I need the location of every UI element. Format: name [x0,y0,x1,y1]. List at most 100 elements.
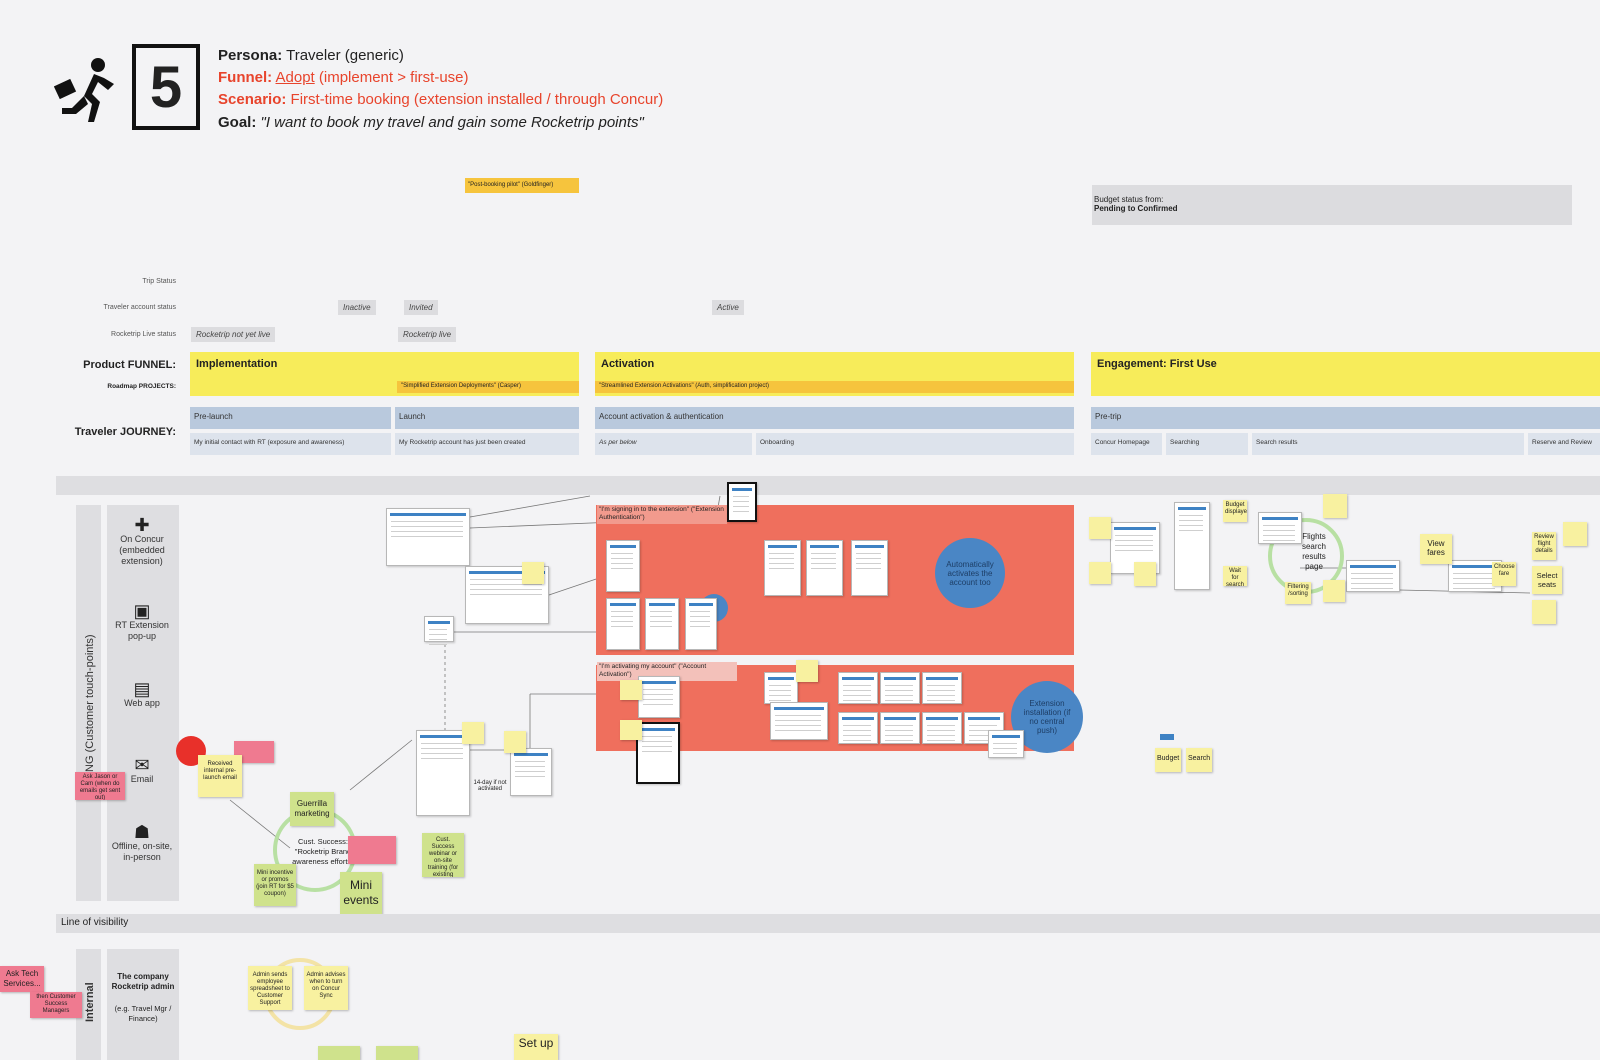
budget-status-box: Budget status from: Pending to Confirmed [1092,185,1572,225]
sticky-yellow [796,660,818,682]
section-divider [56,476,1600,495]
sticky-received-email: Received internal pre-launch email [198,755,242,797]
phone-screen [727,482,757,522]
screen-thumbnail [770,702,828,740]
touchpoint-email: ✉Email [107,755,177,785]
sticky-yellow [504,731,526,753]
people-icon: ☗ [133,822,151,842]
flights-search-text: Flights search results page [1301,532,1326,571]
sticky-admin-advises: Admin advises when to turn on Concur Syn… [304,966,348,1010]
goal-line: Goal: "I want to book my travel and gain… [218,114,644,131]
touchpoints-side-band [76,505,101,901]
sticky-yellow [620,720,642,740]
touchpoint-web-app: ▤Web app [107,680,177,709]
journey-step-search-results: Search results [1252,433,1524,455]
touchpoint-extension-popup: ▣RT Extension pop-up [107,601,177,642]
funnel-stage-engagement: Engagement: First Use [1091,352,1600,396]
sticky-yellow [1563,522,1587,546]
admin-sub-label: (e.g. Travel Mgr / Finance) [114,1004,172,1023]
sticky-yellow [1532,600,1556,624]
journey-step-initial-contact: My initial contact with RT (exposure and… [190,433,391,455]
sticky-pink [348,836,396,864]
line-of-visibility: Line of visibility [56,914,1600,933]
status-chip-inactive: Inactive [338,300,376,315]
sticky-pink [234,741,274,763]
status-chip-active: Active [712,300,744,315]
status-chip-not-live: Rocketrip not yet live [191,327,276,342]
sticky-customer-success: then Customer Success Managers [30,992,82,1018]
email-icon: ✉ [134,755,150,775]
phone-screen [636,722,680,784]
pilot-tag: "Post-booking pilot" (Goldfinger) [465,178,579,193]
journey-step-searching: Searching [1166,433,1248,455]
screen-thumbnail [764,672,798,704]
screen-thumbnail [1346,560,1400,592]
popup-icon: ▣ [133,601,151,621]
sticky-view-fares: View fares [1420,534,1452,564]
internal-label: Internal [84,982,96,1022]
admin-column [107,949,179,1060]
screen-thumbnail [922,712,962,744]
activation-panel-title: "I'm activating my account" ("Account Ac… [597,662,737,681]
sticky-yellow [1323,580,1345,602]
scenario-line: Scenario: First-time booking (extension … [218,91,664,108]
touchpoint-concur: ✚On Concur (embedded extension) [107,515,177,567]
journey-step-as-per-below: As per below [595,433,752,455]
sticky-mini-events: Mini events [340,872,382,916]
runner-icon [53,56,120,128]
persona-line: Persona: Traveler (generic) [218,47,404,64]
product-funnel-label: Product FUNNEL: [83,359,176,371]
status-chip-live: Rocketrip live [398,327,457,342]
auto-activate-circle: Automatically activates the account too [935,538,1005,608]
sticky-yellow [1089,517,1111,539]
sticky-green [376,1046,418,1060]
screen-thumbnail [1258,512,1302,544]
sticky-guerrilla: Guerrilla marketing [290,792,334,826]
sticky-select-seats: Select seats [1532,566,1562,594]
screen-thumbnail [645,598,679,650]
screen-thumbnail [851,540,888,596]
puzzle-icon: ✚ [134,515,150,535]
sticky-yellow [462,722,484,744]
sticky-green [318,1046,360,1060]
sticky-ask-tech: Ask Tech Services... [0,966,44,992]
journey-step-account-created: My Rocketrip account has just been creat… [395,433,579,455]
traveler-journey-label: Traveler JOURNEY: [74,426,176,438]
journey-step-concur-homepage: Concur Homepage [1091,433,1162,455]
auth-panel-title: "I'm signing in to the extension" ("Exte… [597,505,727,524]
screen-thumbnail [838,672,878,704]
fourteen-day-note: 14-day if not activated [473,780,507,792]
journey-phase-pre-trip: Pre-trip [1091,407,1600,429]
sticky-wait-search: Wait for search results [1223,566,1247,586]
sticky-review-flight: Review flight details [1532,532,1556,560]
screen-thumbnail [638,676,680,718]
sticky-webinar: Cust. Success webinar or on-site trainin… [422,833,464,877]
screen-thumbnail [880,712,920,744]
screen-thumbnail [988,730,1024,761]
screen-thumbnail [424,616,454,647]
journey-step-onboarding: Onboarding [756,433,1074,455]
live-status-label: Rocketrip Live status [111,331,176,338]
sticky-yellow [1323,494,1347,518]
funnel-link[interactable]: Adopt [275,69,315,86]
sticky-ask-jason: Ask Jason or Cam (when do emails get sen… [75,772,125,800]
project-activations: "Streamlined Extension Activations" (Aut… [595,381,1074,393]
journey-phase-launch: Launch [395,407,579,429]
screen-thumbnail [838,712,878,744]
sticky-yellow [620,680,642,700]
sticky-mini-incentive: Mini incentive or promos (join RT for $5… [254,864,296,906]
status-chip-invited: Invited [404,300,438,315]
sticky-budget-displayed: Budget displayed [1223,500,1247,522]
trip-status-label: Trip Status [142,278,176,285]
blue-button-mock [1160,734,1174,740]
screen-thumbnail [510,748,552,796]
screen-thumbnail [606,540,640,592]
screen-thumbnail [1174,502,1210,590]
journey-phase-activation: Account activation & authentication [595,407,1074,429]
screen-thumbnail [880,672,920,704]
journey-phase-pre-launch: Pre-launch [190,407,391,429]
account-status-label: Traveler account status [103,304,177,311]
touchpoints-column [107,505,179,901]
sticky-admin-sends: Admin sends employee spreadsheet to Cust… [248,966,292,1010]
admin-label: The company Rocketrip admin [111,972,175,991]
